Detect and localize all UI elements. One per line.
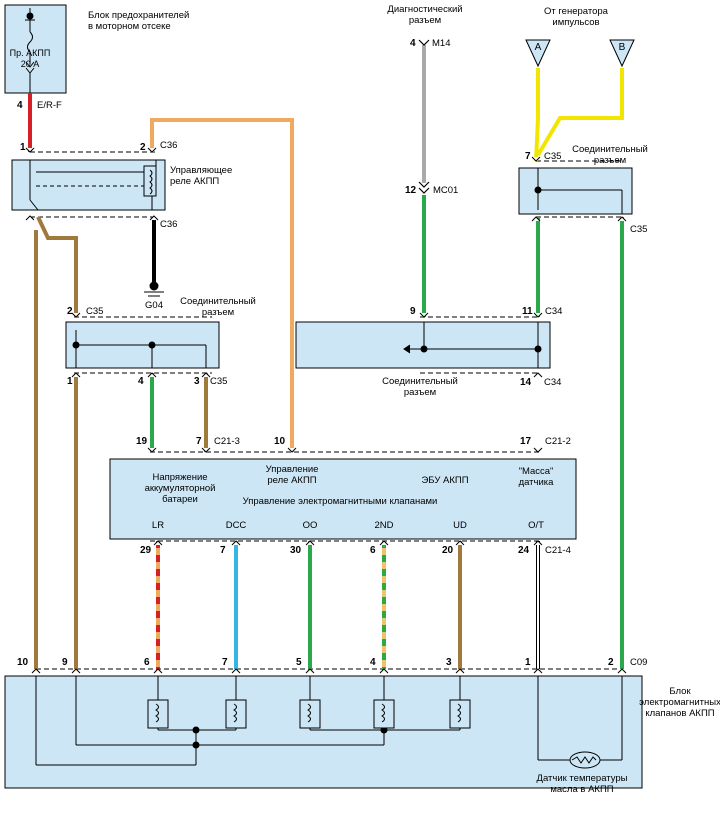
pin-relay-2: 2 (140, 142, 146, 153)
pin-c09-1: 1 (525, 657, 531, 668)
signal-ot: O/T (528, 520, 544, 531)
pin-c09-9: 9 (62, 657, 68, 668)
signal-ud: UD (453, 520, 467, 531)
pin-c34-11: 11 (522, 306, 533, 317)
connector-c09: C09 (630, 657, 648, 668)
connector-c21-2: C21-2 (545, 436, 571, 447)
pin-ecu-10: 10 (274, 436, 286, 447)
pin-c35-l2: 2 (67, 306, 73, 317)
pin-c35-l1: 1 (67, 376, 73, 387)
ecu-ground-label: "Масса"датчика (518, 466, 554, 488)
connector-c35-left-bottom: C35 (210, 376, 228, 387)
pin-c35-l3: 3 (194, 376, 200, 387)
solenoid-block-box (4, 675, 643, 789)
connector-c34-bottom: C34 (544, 377, 562, 388)
connector-m14: M14 (432, 38, 451, 49)
connector-c35-right-bottom: C35 (630, 224, 648, 235)
pin-c09-5: 5 (296, 657, 302, 668)
pin-relay-1: 1 (20, 142, 26, 153)
signal-oo: OO (302, 520, 318, 531)
connector-c36-bottom: C36 (160, 219, 178, 230)
pulse-gen-terminals (525, 39, 635, 68)
joint-connector-c34 (295, 321, 551, 369)
ground-label: G04 (145, 300, 163, 311)
signal-2nd: 2ND (374, 520, 394, 531)
pin-c09-3: 3 (446, 657, 452, 668)
pin-ecu-20: 20 (442, 545, 454, 556)
signal-lr: LR (151, 520, 165, 531)
fuse-block-box (4, 4, 67, 94)
pin-diag-4: 4 (410, 38, 416, 49)
signal-dcc: DCC (225, 520, 247, 531)
diag-chevrons (418, 39, 430, 194)
connector-c21-3: C21-3 (214, 436, 240, 447)
pin-fuse-out: 4 (17, 100, 23, 111)
pin-ecu-6: 6 (370, 545, 376, 556)
pin-c09-4: 4 (370, 657, 376, 668)
pin-arrows (25, 147, 627, 674)
temp-sensor-symbol (569, 751, 601, 769)
fuse-symbol (25, 8, 35, 93)
connector-mc01: MC01 (433, 185, 459, 196)
connector-c21-4: C21-4 (545, 545, 571, 556)
ecu-solenoid-label: Управление электромагнитными клапанами (242, 496, 438, 507)
pin-ecu-30: 30 (290, 545, 302, 556)
pin-c09-7: 7 (222, 657, 228, 668)
pin-ecu-29: 29 (140, 545, 152, 556)
joint-c35-right-bus (534, 168, 623, 214)
pin-ecu-19: 19 (136, 436, 148, 447)
pin-c35-r7: 7 (525, 151, 531, 162)
pulse-a: A (534, 42, 542, 53)
relay-symbol (29, 160, 157, 211)
pin-ecu-7b: 7 (220, 545, 226, 556)
pin-mc01-12: 12 (405, 185, 417, 196)
pin-c34-14: 14 (520, 377, 532, 388)
ecu-box (109, 458, 577, 540)
wire-ef-label: E/R-F (37, 100, 62, 111)
pin-ecu-24: 24 (518, 545, 530, 556)
pin-c34-9: 9 (410, 306, 416, 317)
pin-c09-6: 6 (144, 657, 150, 668)
relay-box (11, 159, 166, 211)
connector-c36-top: C36 (160, 140, 178, 151)
joint-c35-left-bus (72, 330, 207, 368)
pulse-b: B (618, 42, 626, 53)
pin-c09-2: 2 (608, 657, 614, 668)
ecu-name: ЭБУ АКПП (421, 475, 469, 486)
connector-c34-top: C34 (545, 306, 563, 317)
joint-c34-bus (403, 322, 542, 368)
pin-c35-l4: 4 (138, 376, 144, 387)
pin-ecu-17: 17 (520, 436, 532, 447)
ground-symbol (144, 281, 164, 297)
pin-ecu-7: 7 (196, 436, 202, 447)
connector-c35-left-top: C35 (86, 306, 104, 317)
connector-c35-right-top: C35 (544, 151, 562, 162)
pin-c09-10: 10 (17, 657, 29, 668)
